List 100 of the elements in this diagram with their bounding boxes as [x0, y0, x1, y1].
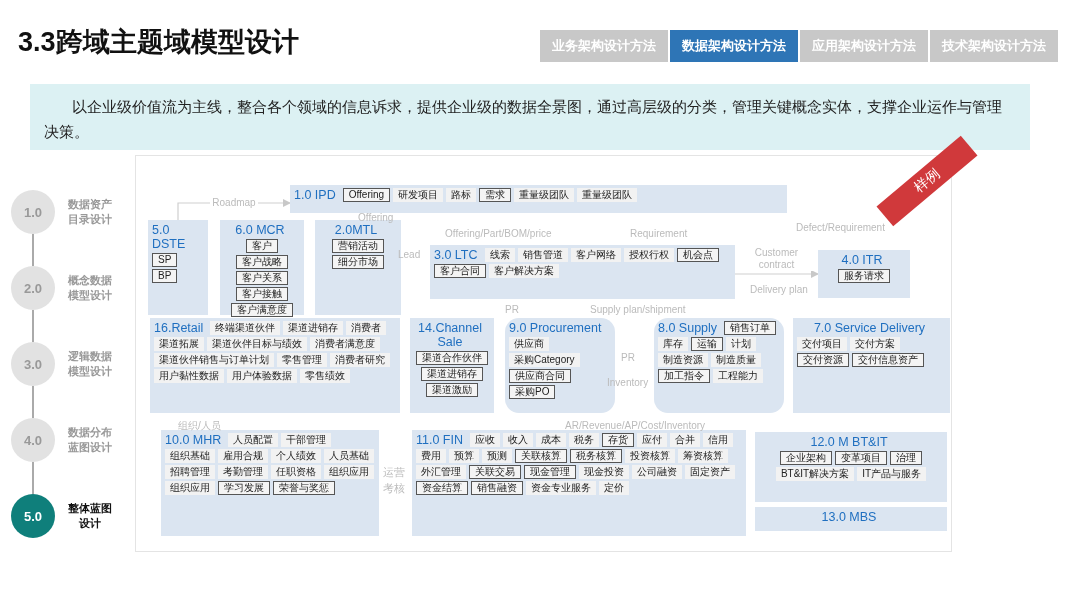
- entity-tag: 收入: [503, 433, 533, 447]
- domain-box: [755, 432, 947, 502]
- entity-tag: BP: [152, 269, 178, 283]
- flow-label: AR/Revenue/AP/Cost/Inventory: [565, 420, 706, 431]
- step-circle: 3.0: [11, 342, 55, 386]
- entity-tag: 合并: [670, 433, 700, 447]
- entity-tag: 治理: [890, 451, 922, 465]
- entity-tag: SP: [152, 253, 178, 267]
- entity-tag: 销售订单: [724, 321, 777, 335]
- flow-label: Lead: [398, 249, 421, 260]
- entity-tag: 供应商合同: [509, 369, 571, 383]
- domain-title: 7.0 Service Delivery: [812, 321, 927, 335]
- entity-tag: 重量级团队: [514, 188, 575, 202]
- edge-label: Roadmap: [210, 197, 258, 209]
- entity-tag: 用户体验数据: [227, 369, 297, 383]
- entity-tag: 渠道伙伴销售与订单计划: [154, 353, 274, 367]
- domain-title: 3.0 LTC: [434, 248, 478, 262]
- entity-tag: 客户: [246, 239, 278, 253]
- domain-box: [430, 245, 735, 299]
- entity-tag: 资金结算: [416, 481, 468, 495]
- entity-tag: 渠道激励: [426, 383, 478, 397]
- entity-tag: 人员配置: [228, 433, 279, 447]
- entity-tag: 零售管理: [277, 353, 327, 367]
- domain-box: [290, 185, 787, 213]
- entity-tag: 税务核算: [570, 449, 622, 463]
- step-circle: 4.0: [11, 418, 55, 462]
- step-circle: 1.0: [11, 190, 55, 234]
- entity-tag: 外汇管理: [416, 465, 466, 479]
- entity-tag: 渠道拓展: [154, 337, 204, 351]
- flow-label: Delivery plan: [750, 284, 808, 295]
- step-label: 逻辑数据模型设计: [67, 349, 113, 379]
- domain-box: [818, 250, 910, 298]
- flow-label: PR: [621, 352, 635, 363]
- entity-tag: 销售管道: [517, 248, 568, 262]
- domain-box: [793, 318, 950, 413]
- flow-label: Supply plan/shipment: [590, 304, 686, 315]
- entity-tag: 资金专业服务: [526, 481, 596, 495]
- page-title: 3.3跨域主题域模型设计: [18, 26, 299, 59]
- arrow: [734, 270, 819, 278]
- entity-tag: 消费者满意度: [310, 337, 380, 351]
- entity-tag: 人员基础: [324, 449, 374, 463]
- domain-title: 6.0 MCR: [234, 223, 286, 237]
- entity-tag: 渠道进销存: [283, 321, 344, 335]
- domain-title: 4.0 ITR: [840, 253, 884, 267]
- entity-tag: 采购Category: [509, 353, 580, 367]
- entity-tag: 客户合同: [434, 264, 486, 278]
- entity-tag: 招聘管理: [165, 465, 215, 479]
- domain-box: [161, 430, 379, 536]
- connector-line: [32, 309, 34, 343]
- entity-tag: 销售融资: [471, 481, 523, 495]
- entity-tag: 制造质量: [711, 353, 761, 367]
- entity-tag: 任职资格: [271, 465, 321, 479]
- flow-label: PR: [505, 304, 519, 315]
- entity-tag: 应付: [637, 433, 667, 447]
- step-circle: 5.0: [11, 494, 55, 538]
- entity-tag: 关联核算: [515, 449, 567, 463]
- flow-label: Offering/Part/BOM/price: [445, 228, 552, 239]
- entity-tag: BT&IT解决方案: [775, 467, 855, 481]
- domain-title: 14.Channel Sale: [417, 321, 483, 349]
- entity-tag: 营销活动: [332, 239, 384, 253]
- domain-title: 8.0 Supply: [658, 321, 718, 335]
- flow-label: Offering: [358, 212, 394, 223]
- entity-tag: 成本: [536, 433, 566, 447]
- entity-tag: 路标: [446, 188, 477, 202]
- entity-tag: 交付资源: [797, 353, 849, 367]
- connector-line: [32, 385, 34, 419]
- flow-label: Requirement: [630, 228, 688, 239]
- flow-label: Inventory: [607, 377, 649, 388]
- intro-banner: 以企业级价值流为主线，整合各个领域的信息诉求，提供企业级的数据全景图，通过高层级的分类，管理关键概念实体，支撑企业运作与管理决策。: [30, 84, 1030, 150]
- entity-tag: 客户接触: [236, 287, 288, 301]
- entity-tag: 服务请求: [838, 269, 890, 283]
- domain-box: [220, 220, 304, 315]
- domain-title: 12.0 M BT&IT: [809, 435, 889, 449]
- step-label: 数据资产目录设计: [67, 197, 113, 227]
- entity-tag: 授权行权: [623, 248, 674, 262]
- step-label: 整体蓝图设计: [67, 501, 113, 531]
- entity-tag: 供应商: [509, 337, 549, 351]
- entity-tag: 雇用合规: [218, 449, 268, 463]
- entity-tag: 客户网络: [570, 248, 621, 262]
- entity-tag: 交付项目: [797, 337, 847, 351]
- entity-tag: 预算: [449, 449, 479, 463]
- entity-tag: 工程能力: [713, 369, 763, 383]
- entity-tag: 企业架构: [780, 451, 832, 465]
- entity-tag: 定价: [599, 481, 629, 495]
- entity-tag: 投资核算: [625, 449, 675, 463]
- entity-tag: 交付信息资产: [852, 353, 924, 367]
- entity-tag: 现金管理: [524, 465, 576, 479]
- method-tab: 数据架构设计方法: [670, 30, 798, 62]
- entity-tag: 组织应用: [165, 481, 215, 495]
- domain-title: 10.0 MHR: [165, 433, 222, 447]
- domain-title: 2.0MTL: [333, 223, 379, 237]
- domain-box: [148, 220, 208, 315]
- entity-tag: 需求: [479, 188, 512, 202]
- domain-title: 11.0 FIN: [416, 433, 463, 447]
- step-label: 数据分布蓝图设计: [67, 425, 113, 455]
- entity-tag: 渠道进销存: [421, 367, 483, 381]
- entity-tag: 消费者: [346, 321, 387, 335]
- entity-tag: 终端渠道伙伴: [210, 321, 281, 335]
- entity-tag: 预测: [482, 449, 512, 463]
- domain-box: [755, 507, 947, 531]
